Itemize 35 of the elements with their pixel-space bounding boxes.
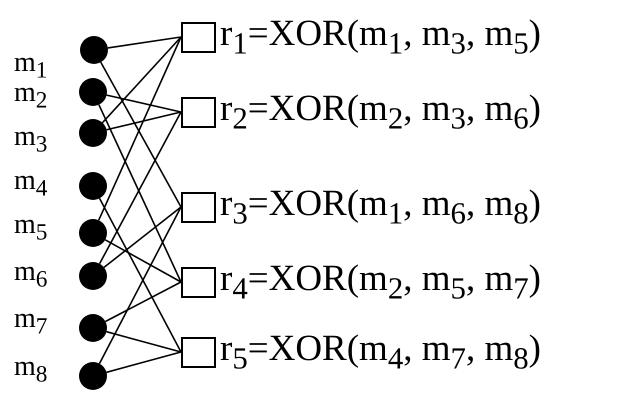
connector-line bbox=[106, 351, 182, 374]
connector-line bbox=[98, 36, 182, 221]
connector-line bbox=[106, 111, 182, 131]
square-box bbox=[181, 266, 216, 298]
filled-circle bbox=[79, 219, 107, 247]
node-label: r$_{2}$=XOR(m$_{2}$, m$_{3}$, m$_{6}$) bbox=[220, 90, 541, 134]
connector-line bbox=[106, 94, 182, 113]
node-label: m$_{3}$ bbox=[14, 123, 48, 157]
square-box bbox=[181, 96, 216, 128]
connector-line bbox=[106, 330, 182, 353]
node-label: m$_{4}$ bbox=[14, 167, 48, 201]
node-label: r$_{5}$=XOR(m$_{4}$, m$_{7}$, m$_{8}$) bbox=[220, 330, 541, 374]
square-box bbox=[181, 336, 216, 368]
node-label: r$_{1}$=XOR(m$_{1}$, m$_{3}$, m$_{5}$) bbox=[220, 15, 541, 60]
connector-line bbox=[104, 206, 182, 268]
connector-line bbox=[100, 62, 182, 208]
connector-line bbox=[108, 36, 182, 49]
square-box bbox=[181, 22, 216, 52]
connector-line bbox=[105, 281, 182, 322]
node-label: m$_{7}$ bbox=[14, 305, 48, 339]
connector-line bbox=[104, 239, 182, 283]
node-label: m$_{5}$ bbox=[14, 211, 48, 245]
filled-circle bbox=[80, 36, 108, 64]
filled-circle bbox=[79, 314, 107, 342]
connector-line bbox=[102, 36, 182, 124]
filled-circle bbox=[79, 119, 107, 147]
node-label: m$_{8}$ bbox=[14, 353, 48, 387]
filled-circle bbox=[79, 172, 107, 200]
filled-circle bbox=[79, 362, 107, 390]
node-label: r$_{4}$=XOR(m$_{2}$, m$_{5}$, m$_{7}$) bbox=[220, 260, 541, 304]
node-label: m$_{6}$ bbox=[14, 258, 48, 292]
filled-circle bbox=[79, 262, 107, 290]
square-box bbox=[181, 192, 216, 222]
node-label: r$_{3}$=XOR(m$_{1}$, m$_{6}$, m$_{8}$) bbox=[220, 185, 541, 230]
filled-circle bbox=[79, 78, 107, 106]
